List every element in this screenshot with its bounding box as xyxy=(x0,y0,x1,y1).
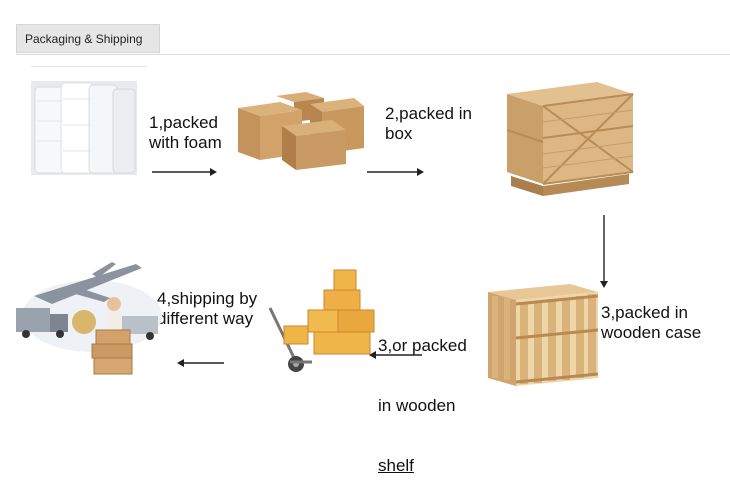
sub-divider xyxy=(31,66,147,67)
arrow-left-icon xyxy=(177,359,224,367)
arrow-right-icon xyxy=(367,168,424,176)
wooden-crate-image xyxy=(506,82,634,196)
foam-rolls-image xyxy=(31,81,137,175)
step3b-line3: shelf xyxy=(378,456,414,475)
step4-caption: 4,shipping by different way xyxy=(157,289,258,328)
arrow-left-icon xyxy=(369,351,422,359)
wooden-case-image xyxy=(488,284,599,386)
tab-divider xyxy=(16,54,730,55)
step3b-line1: 3,or packed xyxy=(378,336,467,355)
tab-label: Packaging & Shipping xyxy=(25,31,143,46)
arrow-right-icon xyxy=(152,168,217,176)
step1-caption: 1,packed with foam xyxy=(149,113,222,152)
step3b-line2: in wooden xyxy=(378,396,456,415)
cardboard-boxes-image xyxy=(238,92,364,170)
arrow-down-icon xyxy=(600,215,608,288)
shipping-collage-image xyxy=(16,262,162,375)
step3b-caption: 3,or packed in wooden shelf xyxy=(378,296,467,496)
hand-truck-boxes-image xyxy=(268,269,375,372)
step2-caption: 2,packed in box xyxy=(385,104,472,143)
tab-packaging-shipping[interactable]: Packaging & Shipping xyxy=(16,24,160,53)
step3a-caption: 3,packed in wooden case xyxy=(601,303,702,342)
